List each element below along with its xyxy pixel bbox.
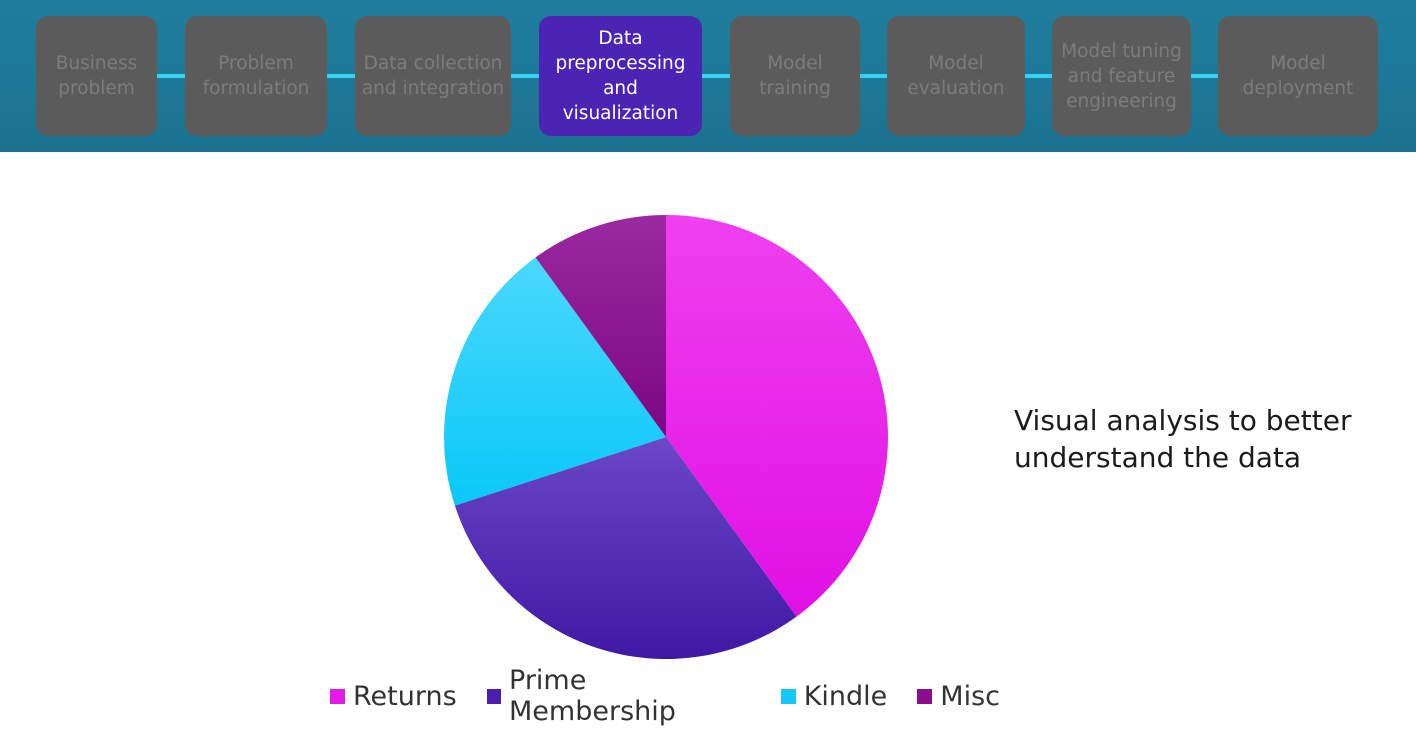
legend-swatch (330, 688, 345, 704)
stage-label: Problem formulation (202, 53, 310, 99)
stage-label: Model deployment (1242, 53, 1354, 99)
pie-chart (443, 215, 889, 660)
stage-model-tuning[interactable]: Model tuning and feature engineering (1052, 16, 1191, 136)
stage-problem-formulation[interactable]: Problem formulation (185, 16, 327, 136)
stage-model-deployment[interactable]: Model deployment (1218, 16, 1378, 136)
pie-slice-returns (666, 215, 889, 617)
pie-slice-kindle (443, 257, 666, 506)
pipeline-connector (320, 74, 360, 78)
legend-item-misc: Misc (917, 681, 1000, 712)
pie-slices (443, 215, 889, 660)
stage-label: Data collection and integration (361, 53, 505, 99)
stage-label: Data preprocessing and visualization (555, 28, 686, 124)
pipeline-connector (1185, 74, 1225, 78)
pipeline-connector (505, 74, 545, 78)
legend-swatch (780, 688, 796, 704)
chart-caption: Visual analysis to better understand the… (1014, 404, 1352, 474)
pie-slice-prime-membership (454, 437, 797, 660)
legend-label: Kindle (803, 680, 888, 712)
pipeline-stages: Business problem Problem formulation Dat… (0, 0, 1416, 152)
pipeline-connector (150, 74, 190, 78)
stage-data-preprocessing[interactable]: Data preprocessing and visualization (539, 16, 702, 136)
stage-label: Model training (759, 53, 831, 99)
legend-label: Returns (353, 680, 457, 712)
stage-label: Model tuning and feature engineering (1061, 40, 1182, 112)
stage-business-problem[interactable]: Business problem (36, 16, 157, 136)
legend-item-prime-membership: Prime Membership (486, 665, 751, 727)
stage-model-training[interactable]: Model training (730, 16, 860, 136)
pie-slice-misc (535, 215, 666, 437)
pipeline-connector (1018, 74, 1058, 78)
legend-item-kindle: Kindle (780, 680, 888, 712)
pipeline-connector (695, 74, 735, 78)
stage-label: Model evaluation (907, 53, 1005, 99)
stage-data-collection[interactable]: Data collection and integration (355, 16, 511, 136)
stage-label: Business problem (55, 53, 138, 99)
legend-swatch (486, 688, 502, 704)
legend-label: Misc (940, 680, 1000, 712)
stage-model-evaluation[interactable]: Model evaluation (887, 16, 1025, 136)
pipeline-connector (855, 74, 895, 78)
chart-legend: Returns Prime Membership Kindle Misc (330, 665, 1030, 727)
legend-label: Prime Membership (509, 665, 676, 727)
pipeline-banner: Business problem Problem formulation Dat… (0, 0, 1416, 152)
legend-item-returns: Returns (330, 681, 457, 712)
legend-swatch (917, 688, 933, 704)
